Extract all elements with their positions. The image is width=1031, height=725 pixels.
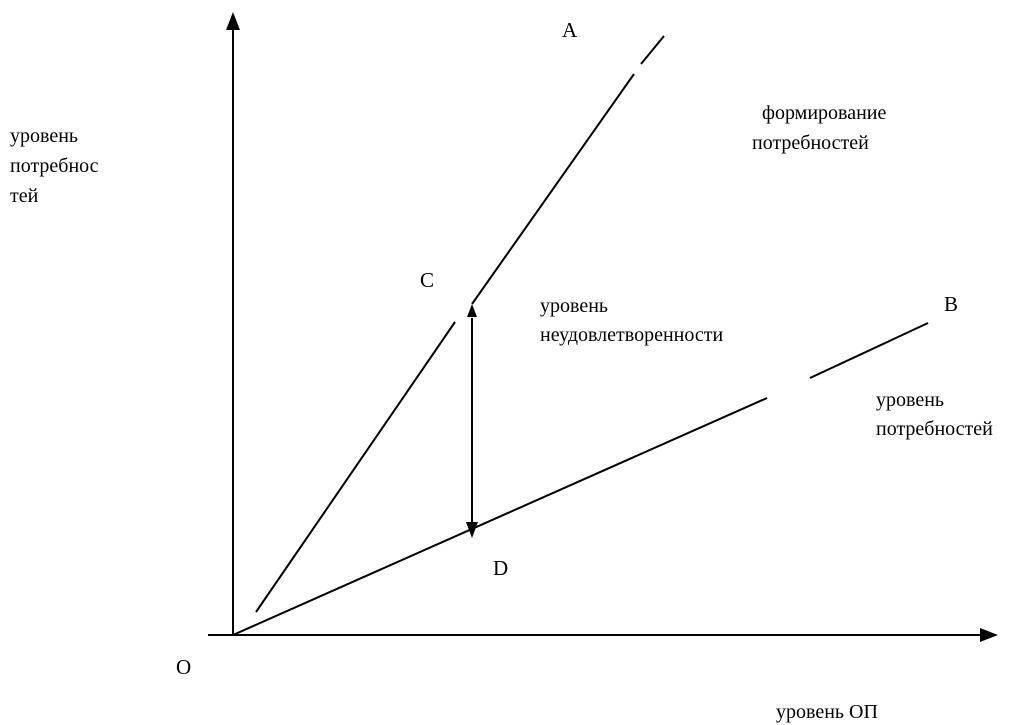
point-d-label: D	[493, 556, 509, 580]
region-dissatisfaction-line-2: неудовлетворенности	[540, 324, 724, 346]
y-axis-label-line-3: тей	[10, 185, 39, 207]
cd-arrow-down-icon	[466, 522, 478, 538]
line-oa-lower	[255, 321, 456, 613]
region-formation-line-1: формирование	[762, 102, 887, 124]
region-dissatisfaction-line-1: уровень	[540, 295, 609, 317]
line-ob-upper	[809, 322, 929, 379]
x-axis-arrow-icon	[980, 628, 998, 642]
x-axis-label: уровень ОП	[776, 701, 878, 723]
needs-level-line-2: потребностей	[876, 418, 993, 440]
point-o-label: O	[176, 655, 192, 679]
line-oa-tip	[640, 35, 665, 65]
y-axis-label-line-1: уровень	[10, 125, 79, 147]
y-axis-label-line-2: потребнос	[10, 155, 99, 177]
point-c-label: C	[420, 268, 435, 292]
line-ob-lower	[232, 397, 768, 636]
region-formation-line-2: потребностей	[752, 132, 869, 154]
point-a-label: A	[562, 18, 578, 42]
cd-arrow-up-icon	[467, 304, 477, 317]
y-axis-arrow-icon	[226, 12, 240, 30]
needs-level-line-1: уровень	[876, 389, 945, 411]
point-b-label: B	[944, 292, 959, 316]
line-oa-upper	[471, 73, 635, 305]
